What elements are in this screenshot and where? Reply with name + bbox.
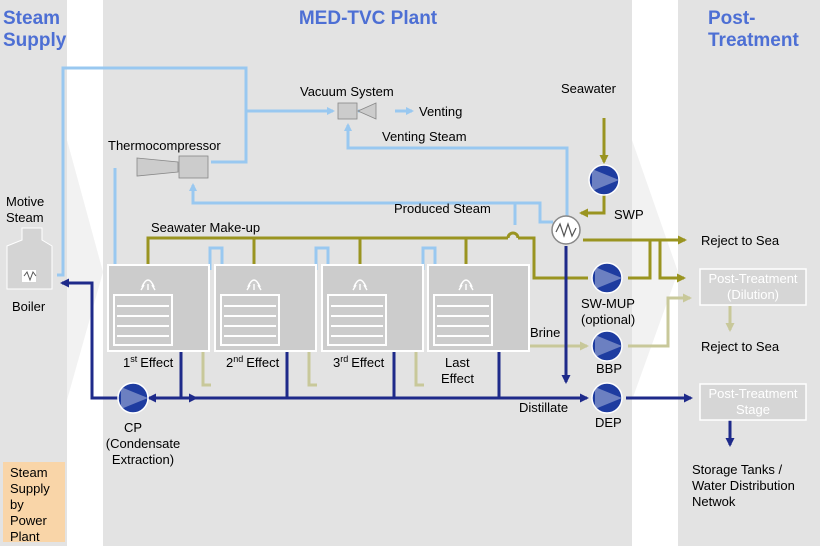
bbp-label: BBP [596,361,622,376]
storage-label-line3: Netwok [692,494,736,509]
post-treatment-dilution-box [699,268,807,306]
thermocompressor-label: Thermocompressor [108,138,221,153]
brine-label: Brine [530,325,560,340]
effect-2 [214,264,317,352]
post-treatment-header-line2: Treatment [708,30,799,51]
post-treatment-stage-box [699,383,807,421]
distillate-lines [60,246,735,447]
med-tvc-header: MED-TVC Plant [299,8,438,29]
sw-mup-label-line2: (optional) [581,312,635,327]
distillate-label: Distillate [519,400,568,415]
reject-to-sea-label-2: Reject to Sea [701,339,780,354]
boiler-label: Boiler [12,299,46,314]
seawater-label: Seawater [561,81,617,96]
storage-label-line1: Storage Tanks / [692,462,782,477]
post-treatment-dilution-label-line2: (Dilution) [727,287,779,302]
effect-last-label-line1: Last [445,355,470,370]
seawater-makeup-label: Seawater Make-up [151,220,260,235]
cp-label-line3: Extraction) [112,452,174,467]
vacuum-system-label: Vacuum System [300,84,394,99]
bbp-pump [591,330,623,362]
sw-mup-label-line1: SW-MUP [581,296,635,311]
venting-steam-label: Venting Steam [382,129,467,144]
venting-label: Venting [419,104,462,119]
motive-steam-label-line1: Motive [6,194,44,209]
condenser [551,215,581,245]
post-treatment-stage-label-line1: Post-Treatment [708,386,797,401]
power-plant-label-line4: Power [10,513,48,528]
storage-label-line2: Water Distribution [692,478,795,493]
post-treatment-header-line1: Post- [708,8,756,29]
effect-3 [321,264,424,352]
brine-lines [201,293,735,387]
sw-mup-pump [591,262,623,294]
dep-label: DEP [595,415,622,430]
cp-label-line2: (Condensate [106,436,180,451]
flow-chevron-left [67,140,103,400]
power-plant-label-line3: by [10,497,24,512]
power-plant-label-line2: Supply [10,481,50,496]
power-plant-label-line1: Steam [10,465,48,480]
effect-last [427,264,530,352]
swp-label: SWP [614,207,644,222]
dep-pump [591,382,623,414]
power-plant-label-line5: Plant [10,529,40,544]
flow-chevron-right [632,140,678,400]
post-treatment-stage-label-line2: Stage [736,402,770,417]
cp-label-line1: CP [124,420,142,435]
effect-1 [107,264,210,352]
vacuum-system [337,102,377,120]
steam-supply-header-line2: Supply [3,30,67,51]
motive-steam-label-line2: Steam [6,210,44,225]
thermocompressor [136,155,209,179]
reject-to-sea-label-1: Reject to Sea [701,233,780,248]
cp-pump [117,382,149,414]
boiler [6,227,53,290]
swp-pump [588,164,620,196]
post-treatment-dilution-label-line1: Post-Treatment [708,271,797,286]
steam-supply-power-plant-box [3,462,65,542]
steam-supply-header-line1: Steam [3,8,60,29]
effect-last-label-line2: Effect [441,371,474,386]
produced-steam-label: Produced Steam [394,201,491,216]
